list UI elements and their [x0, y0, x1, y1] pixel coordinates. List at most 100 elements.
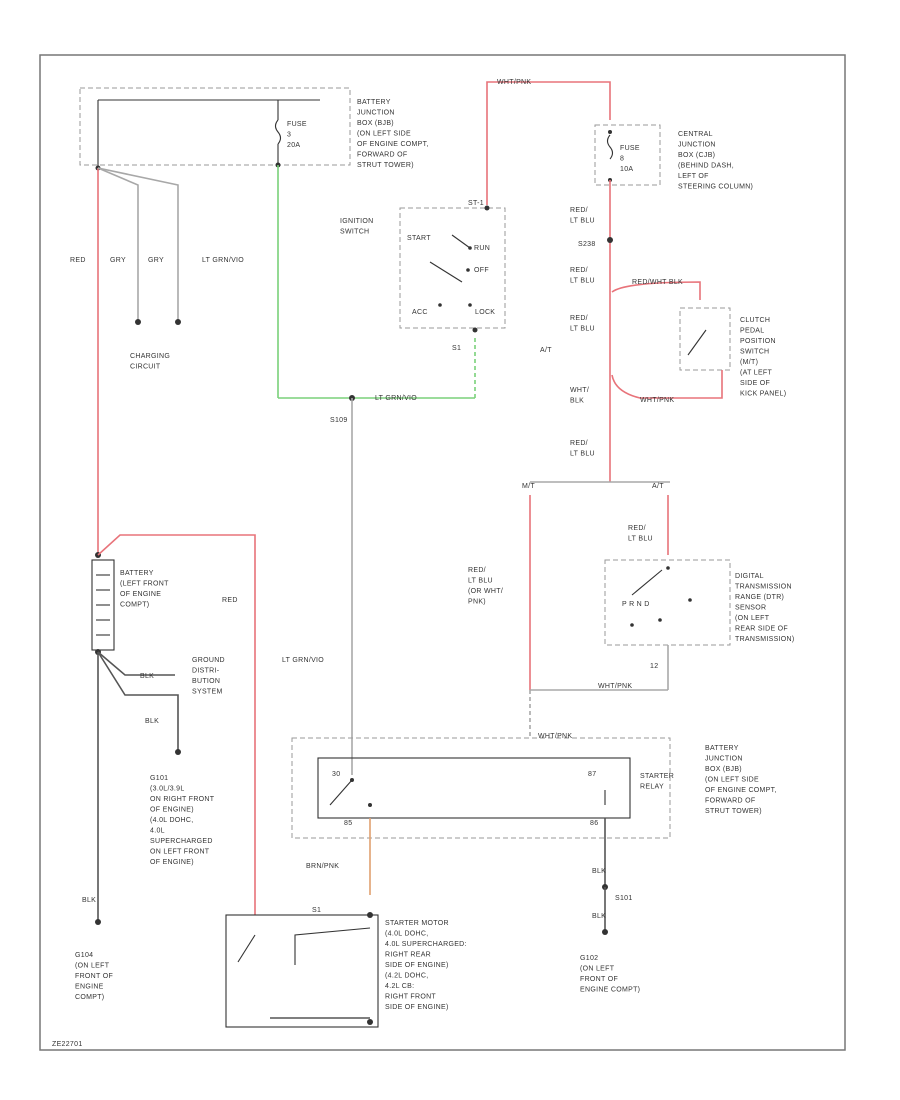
label-wht-pnk-top: WHT/PNK — [497, 79, 531, 86]
diagram-frame — [39, 54, 846, 1051]
g101-connector — [175, 749, 181, 755]
starter-motor-body — [225, 914, 379, 1028]
label-diagram-code: ZE22701 — [52, 1041, 83, 1048]
label-wht-pnk-4: WHT/PNK — [538, 733, 572, 740]
label-s238: S238 — [578, 241, 596, 248]
starter-motor-label: STARTER MOTOR(4.0L DOHC,4.0L SUPERCHARGE… — [385, 920, 467, 1011]
label-red-lt-blu-5: RED/LT BLU — [628, 525, 653, 543]
ign-top-terminal — [484, 205, 490, 211]
ign-run-dot — [468, 246, 472, 250]
ign-pin-bottom-label: S1 — [452, 345, 461, 352]
relay-pin-c-label: 85 — [344, 820, 352, 827]
starter-solenoid-contact — [237, 934, 256, 963]
battery-body — [91, 559, 115, 651]
fuse8-terminal-top — [608, 130, 612, 134]
dtr-pins-label: P R N D — [622, 601, 650, 608]
label-red-lt-blu-4: RED/LT BLU — [570, 440, 595, 458]
label-lt-grn-vio: LT GRN/VIO — [202, 257, 244, 264]
label-gry-2: GRY — [148, 257, 164, 264]
wire-gry-1 — [97, 167, 139, 320]
label-blk-4: BLK — [592, 868, 606, 875]
label-at2: A/T — [652, 483, 664, 490]
wire-red-starter — [97, 534, 256, 915]
ign-off-label: OFF — [474, 267, 489, 274]
label-s101: S101 — [615, 895, 633, 902]
starter-terminal-top — [367, 912, 373, 918]
ignition-switch-outline — [399, 207, 506, 329]
wire-clutch-in — [611, 281, 701, 300]
wire-blk-ground-dist — [97, 651, 175, 676]
ign-run-contact — [429, 261, 463, 283]
g104-connector — [95, 919, 101, 925]
dtr-dot-1 — [666, 566, 670, 570]
charging-connector-2 — [175, 319, 181, 325]
label-wht-pnk-3: WHT/PNK — [598, 683, 632, 690]
clutch-switch-outline — [679, 307, 731, 371]
dtr-dot-4 — [630, 623, 634, 627]
bjb-top-outline — [79, 87, 351, 166]
wire-clutch-out — [611, 370, 723, 399]
ign-start-contact — [451, 234, 471, 249]
relay-pin-a-label: 30 — [332, 771, 340, 778]
label-brn-pnk: BRN/PNK — [306, 863, 339, 870]
cjb-outline — [594, 124, 661, 186]
ign-run-label: RUN — [474, 245, 490, 252]
label-blk-3: BLK — [82, 897, 96, 904]
label-lt-grn-vio-h: LT GRN/VIO — [375, 395, 417, 402]
relay-pin-d-label: 86 — [590, 820, 598, 827]
ign-acc-dot — [438, 303, 442, 307]
dtr-contact — [631, 569, 663, 596]
fuse8-symbol — [606, 134, 614, 160]
relay-terminal-86 — [368, 803, 372, 807]
label-at: A/T — [540, 347, 552, 354]
label-blk-2: BLK — [145, 718, 159, 725]
wire-wht-pnk-top — [486, 81, 611, 205]
label-blk-1: BLK — [140, 673, 154, 680]
ign-pin-top-label: ST-1 — [468, 200, 484, 207]
dtr-pin-num-label: 12 — [650, 663, 658, 670]
s238-splice — [607, 237, 613, 243]
label-s109: S109 — [330, 417, 348, 424]
label-gry-1: GRY — [110, 257, 126, 264]
wire-blk-g101 — [97, 651, 179, 750]
ign-start-label: START — [407, 235, 431, 242]
label-red-wht-blk: RED/WHT BLK — [632, 279, 683, 286]
label-red-lt-blu-3: RED/LT BLU — [570, 315, 595, 333]
ign-lock-dot — [468, 303, 472, 307]
charging-connector-1 — [135, 319, 141, 325]
ign-lock-label: LOCK — [475, 309, 495, 316]
label-red-lt-blu-6: RED/LT BLU(OR WHT/PNK) — [468, 567, 503, 606]
label-red-v: RED — [222, 597, 238, 604]
starter-relay-body — [317, 757, 631, 819]
label-red-battery: RED — [70, 257, 86, 264]
label-wht-blk: WHT/BLK — [570, 387, 589, 405]
starter-internal — [294, 927, 371, 965]
label-lt-grn-vio-v: LT GRN/VIO — [282, 657, 324, 664]
wire-gry-2 — [97, 167, 179, 320]
g102-connector — [602, 929, 608, 935]
label-mt: M/T — [522, 483, 535, 490]
bjb-bottom-outline — [291, 737, 671, 839]
label-wht-pnk-2: WHT/PNK — [640, 397, 674, 404]
relay-contact-left — [329, 779, 353, 806]
dtr-dot-2 — [688, 598, 692, 602]
ign-off-dot — [466, 268, 470, 272]
starter-terminal-bottom — [367, 1019, 373, 1025]
fuse3-symbol — [274, 119, 282, 145]
